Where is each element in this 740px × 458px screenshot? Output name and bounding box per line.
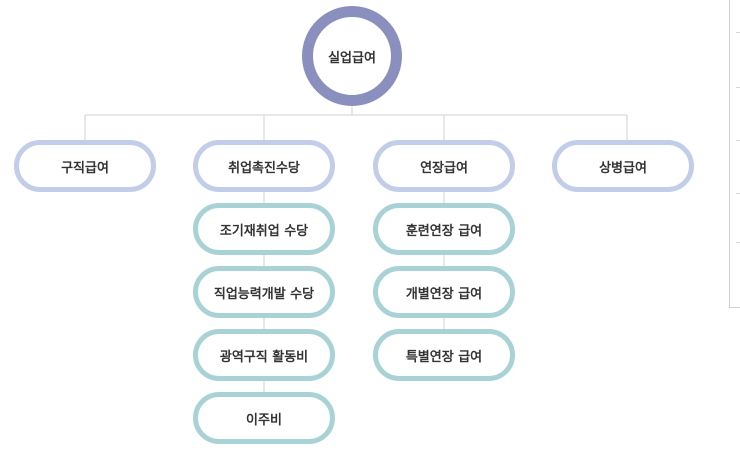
category-label: 구직급여 [61,160,109,176]
category-node-1: 구직급여 [14,140,156,192]
sub-label: 훈련연장 급여 [405,223,483,239]
table-row-divider [736,242,740,243]
category-node-4: 상병급여 [552,140,694,192]
table-row-divider [736,32,740,33]
category-node-2: 취업촉진수당 [193,140,335,192]
root-node: 실업급여 [302,6,402,106]
table-row-divider [736,87,740,88]
sub-label: 특별연장 급여 [405,349,483,365]
category-label: 상병급여 [599,160,647,176]
sub-node: 개별연장 급여 [373,266,515,318]
sub-node: 직업능력개발 수당 [193,266,335,318]
sub-node: 조기재취업 수당 [193,203,335,255]
table-row-divider [736,193,740,194]
sub-label: 개별연장 급여 [405,286,483,302]
category-node-3: 연장급여 [373,140,515,192]
sub-node: 훈련연장 급여 [373,203,515,255]
sub-label: 직업능력개발 수당 [213,286,315,302]
category-label: 연장급여 [420,160,468,176]
adjacent-table-edge [729,0,740,308]
category-label: 취업촉진수당 [228,160,300,176]
sub-label: 이주비 [246,412,282,428]
sub-node: 이주비 [193,392,335,444]
sub-label: 광역구직 활동비 [219,349,309,365]
sub-node: 특별연장 급여 [373,329,515,381]
sub-node: 광역구직 활동비 [193,329,335,381]
sub-label: 조기재취업 수당 [219,223,309,239]
table-row-divider [736,140,740,141]
root-label: 실업급여 [328,50,376,66]
